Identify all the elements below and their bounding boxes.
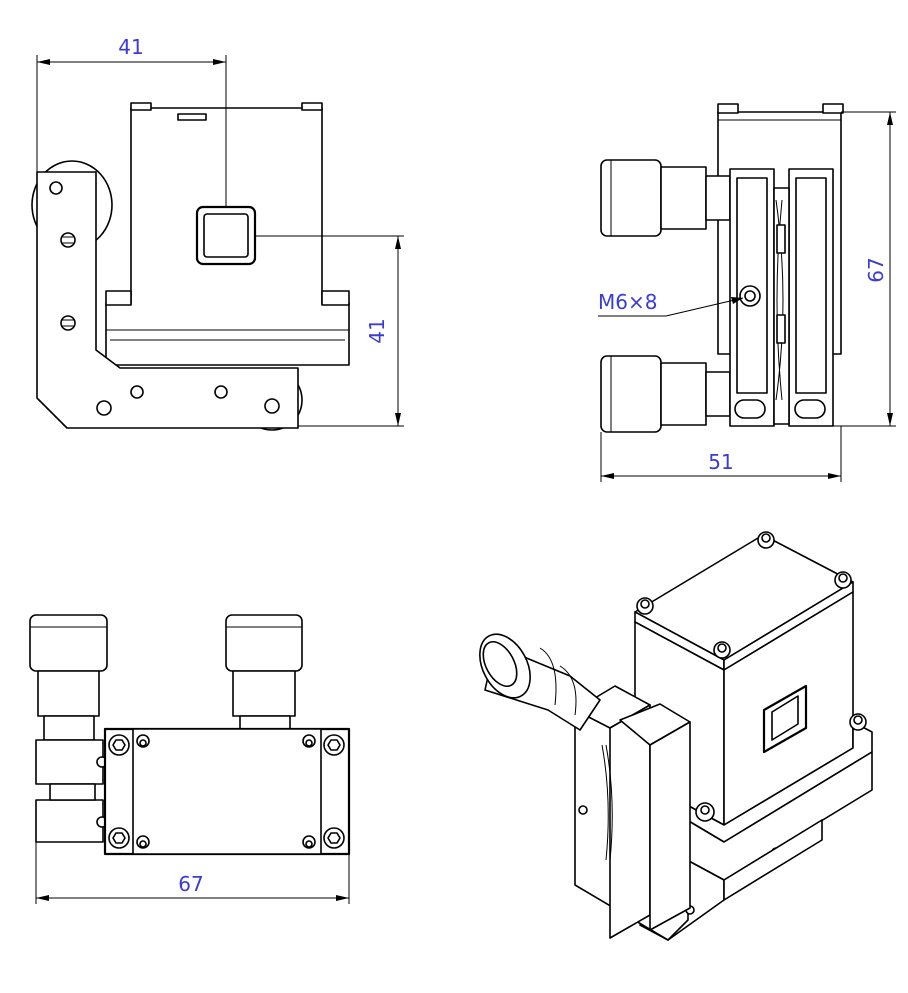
dim-top-view-height: 41 (365, 318, 389, 343)
top-left-view (31, 55, 404, 431)
dim-top-view-width: 41 (118, 35, 143, 59)
screw-callout: M6×8 (598, 290, 657, 314)
dim-front-view-width: 67 (178, 872, 203, 896)
top-right-view (598, 103, 896, 482)
dim-side-view-width: 51 (708, 450, 733, 474)
bottom-left-view (29, 614, 351, 904)
dim-side-view-height: 67 (864, 257, 888, 282)
isometric-view (479, 531, 873, 941)
